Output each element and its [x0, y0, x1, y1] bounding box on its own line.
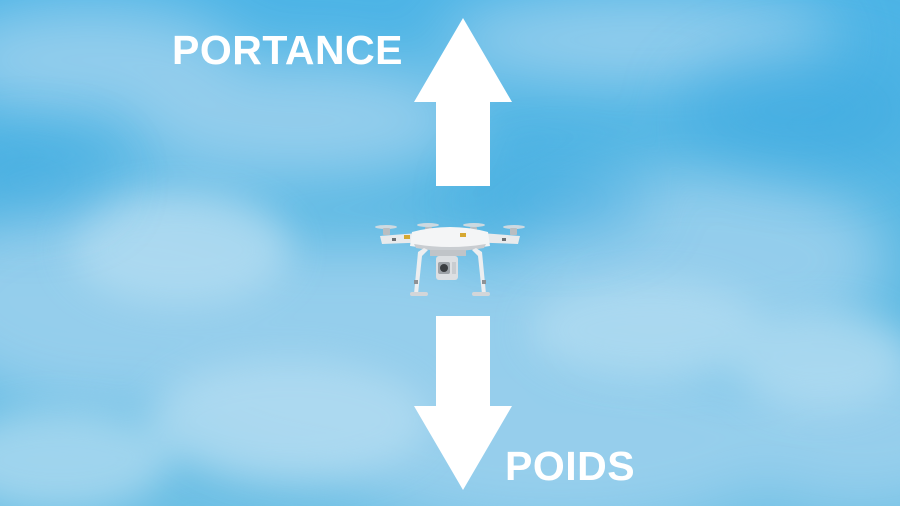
quadcopter-drone: [375, 223, 525, 296]
arrow-up-icon: [414, 18, 512, 186]
lift-label: PORTANCE: [172, 27, 404, 73]
weight-label: POIDS: [505, 443, 636, 489]
drone-propellers: [375, 223, 525, 229]
arrow-down-icon: [414, 316, 512, 490]
